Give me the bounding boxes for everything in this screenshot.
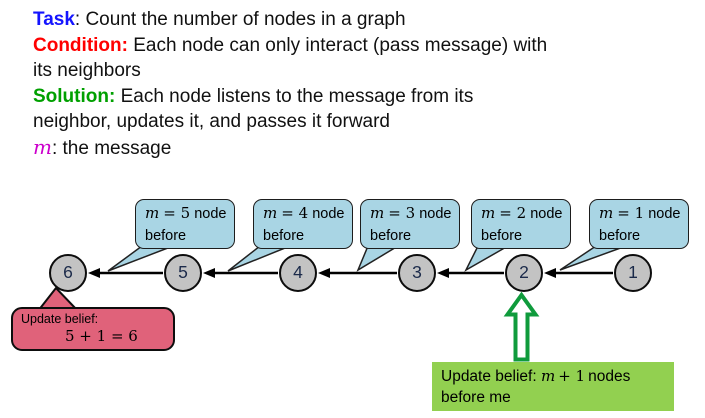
update-belief-callout: Update belief: 5 + 1 = 6: [11, 307, 175, 351]
intro-solution-line: Solution: Each node listens to the messa…: [33, 84, 693, 110]
update-belief-title: Update belief:: [21, 312, 99, 326]
bubble-tail: [356, 245, 401, 272]
node-circle-4: 4: [279, 254, 317, 292]
task-text: : Count the number of nodes in a graph: [74, 9, 406, 30]
bubble-tail: [107, 245, 174, 272]
edge-arrowheads: [88, 268, 556, 278]
message-var-label: m: [33, 134, 52, 159]
node-circle-6: 6: [49, 254, 87, 292]
task-label: Task: [33, 9, 75, 30]
message-bubble-m2: m = 2 node before: [471, 199, 571, 249]
left-arrowhead-icon: [203, 268, 215, 278]
intro-message-line: m: the message: [33, 135, 693, 162]
node-circle-1: 1: [614, 254, 652, 292]
solution-text: Each node listens to the message from it…: [120, 85, 474, 107]
condition-label: Condition:: [33, 34, 128, 56]
condition-text: Each node can only interact (pass messag…: [133, 34, 548, 56]
message-bubble-m5: m = 5 node before: [135, 199, 235, 249]
left-arrowhead-icon: [88, 268, 100, 278]
message-bubble-m1: m = 1 node before: [589, 199, 689, 249]
message-bubble-m3: m = 3 node before: [360, 199, 460, 249]
node-circle-3: 3: [398, 254, 436, 292]
bubble-tail: [464, 245, 511, 272]
left-arrowhead-icon: [544, 268, 556, 278]
node-circle-2: 2: [505, 254, 543, 292]
intro-task-line: Task: Count the number of nodes in a gra…: [33, 7, 693, 33]
intro-condition-line2: its neighbors: [33, 60, 141, 81]
green-up-arrow-icon: [503, 291, 540, 362]
message-text: : the message: [51, 137, 172, 159]
update-rule-line2: before me: [441, 389, 511, 406]
node-circle-5: 5: [164, 254, 202, 292]
message-bubble-m4: m = 4 node before: [253, 199, 353, 249]
left-arrowhead-icon: [437, 268, 449, 278]
solution-label: Solution:: [33, 85, 116, 107]
intro-condition-line: Condition: Each node can only interact (…: [33, 33, 693, 59]
left-arrowhead-icon: [318, 268, 330, 278]
intro-text-block: Task: Count the number of nodes in a gra…: [33, 7, 693, 161]
intro-solution-line2: neighbor, updates it, and passes it forw…: [33, 111, 391, 132]
update-belief-math: 5 + 1 = 6: [65, 327, 138, 345]
